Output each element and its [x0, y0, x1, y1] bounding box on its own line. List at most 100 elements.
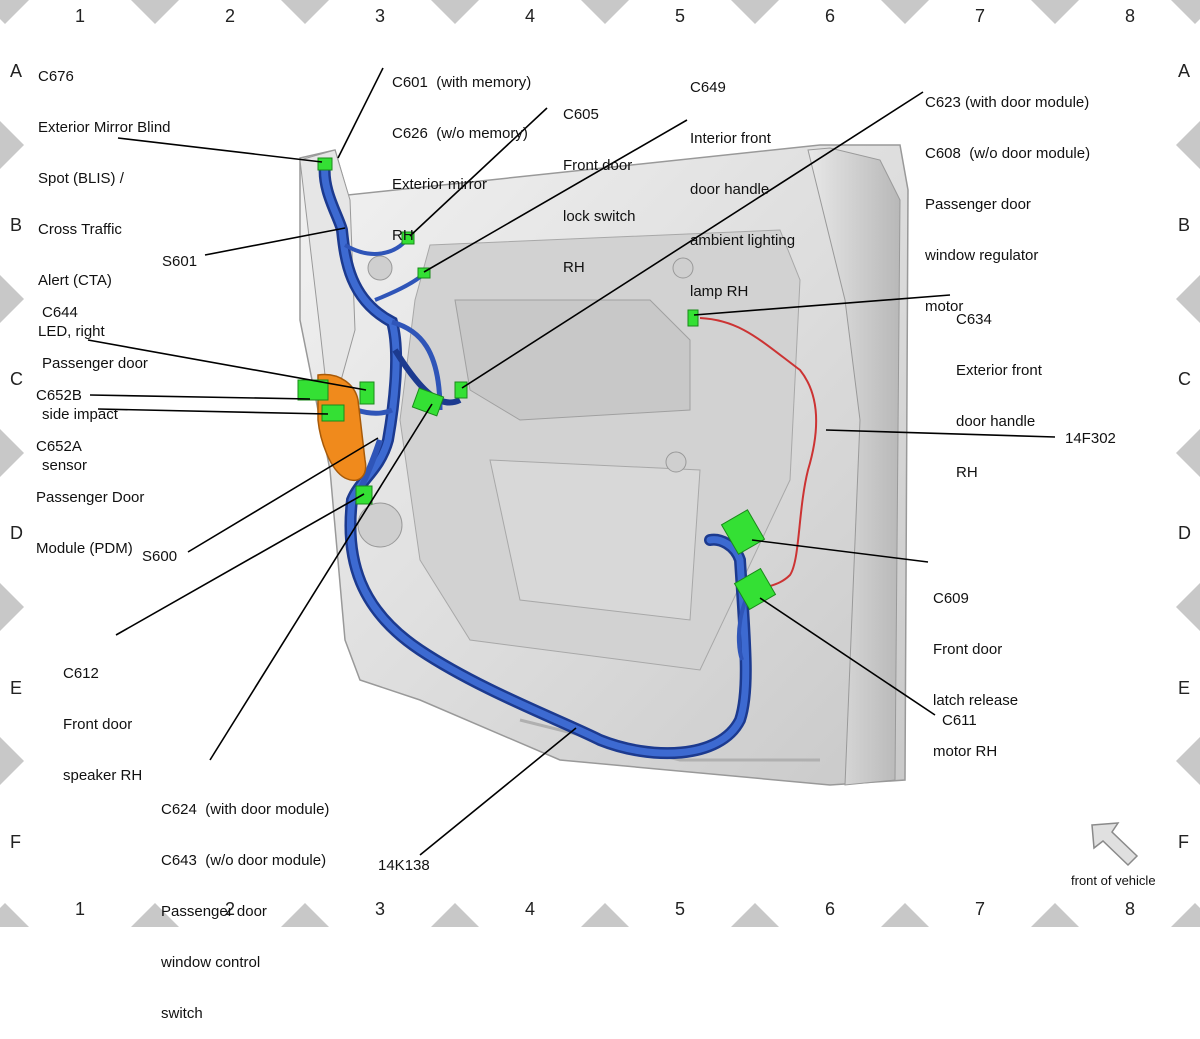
column-label-bottom-2: 2 [225, 899, 236, 919]
border-diamond [581, 903, 629, 927]
border-diamond [0, 903, 29, 927]
connector-c644 [359, 381, 375, 405]
border-diamond [1176, 583, 1200, 631]
connector-c609 [720, 509, 766, 555]
callout-line: Interior front [690, 130, 771, 147]
border-diamond [881, 903, 929, 927]
callout-line: C624 (with door module) [161, 801, 330, 818]
callout-line: Passenger Door [36, 489, 145, 506]
callout-14k138: 14K138 [378, 857, 430, 874]
connector-c605 [417, 267, 431, 279]
row-label-right-f: F [1178, 832, 1189, 852]
callout-line: C605 [563, 106, 599, 123]
callout-line: door handle [956, 413, 1036, 430]
border-diamond [731, 903, 779, 927]
callout-line: RH [563, 259, 585, 276]
column-label-bottom-5: 5 [675, 899, 686, 919]
callout-c611: C611 [942, 712, 977, 729]
callout-c676: C676 Exterior Mirror Blind Spot (BLIS) /… [38, 34, 171, 357]
callout-line: sensor [42, 457, 88, 474]
callout-line: C644 [42, 304, 78, 321]
callout-line: RH [392, 227, 414, 244]
border-diamond [131, 0, 179, 24]
callout-c623-c608: C623 (with door module) C608 (w/o door m… [925, 60, 1090, 332]
row-label-right-b: B [1178, 215, 1191, 235]
callout-c652a: C652A Passenger Door Module (PDM) [36, 404, 144, 574]
callout-line: C634 [956, 311, 992, 328]
border-diamond [1171, 903, 1200, 927]
callout-line: C652A [36, 438, 82, 455]
column-label-bottom-6: 6 [825, 899, 836, 919]
border-diamond [1176, 121, 1200, 169]
callout-line: C643 (w/o door module) [161, 852, 327, 869]
column-label-top-3: 3 [375, 6, 386, 26]
row-label-right-d: D [1178, 523, 1191, 543]
border-diamond [1031, 903, 1079, 927]
callout-line: Alert (CTA) [38, 272, 112, 289]
connector-c676 [317, 157, 333, 171]
callout-line: RH [956, 464, 978, 481]
callout-line: C601 (with memory) [392, 74, 532, 91]
callout-line: lock switch [563, 208, 636, 225]
border-diamond [0, 275, 24, 323]
front-of-vehicle-arrow-icon [1091, 822, 1139, 867]
column-label-top-5: 5 [675, 6, 686, 26]
callout-14f302: 14F302 [1065, 430, 1116, 447]
diagram-artwork [0, 0, 1200, 927]
wiring-harness [318, 159, 818, 760]
callout-line: Passenger door [925, 196, 1031, 213]
border-diamond [1171, 0, 1200, 24]
callout-line: speaker RH [63, 767, 143, 784]
callout-line: LED, right [38, 323, 105, 340]
border-diamond [0, 429, 24, 477]
callout-line: Exterior mirror [392, 176, 488, 193]
column-label-top-8: 8 [1125, 6, 1136, 26]
door-panel [299, 144, 909, 786]
column-label-bottom-7: 7 [975, 899, 986, 919]
callout-line: ambient lighting [690, 232, 796, 249]
callout-c649: C649 Interior front door handle ambient … [690, 45, 795, 317]
callout-line: C649 [690, 79, 726, 96]
callout-c634: C634 Exterior front door handle RH [956, 277, 1042, 498]
callout-line: C612 [63, 665, 99, 682]
callout-line: window regulator [925, 247, 1039, 264]
front-of-vehicle-label: front of vehicle [1071, 873, 1156, 888]
connector-c611 [733, 567, 777, 611]
callout-line: Front door [63, 716, 133, 733]
border-diamond [131, 903, 179, 927]
callout-line: Front door [563, 157, 633, 174]
callout-line: Front door [933, 641, 1003, 658]
passenger-door-module [317, 373, 367, 481]
callout-line: motor [925, 298, 964, 315]
connector-c634 [687, 309, 699, 327]
column-label-top-6: 6 [825, 6, 836, 26]
row-label-left-a: A [10, 61, 23, 81]
callout-c612: C612 Front door speaker RH [63, 631, 142, 801]
callout-line: C608 (w/o door module) [925, 145, 1091, 162]
border-diamond [881, 0, 929, 24]
connector-c623 [454, 381, 468, 399]
callout-line: Passenger door [42, 355, 148, 372]
callout-line: Passenger door [161, 903, 267, 920]
callout-line: door handle [690, 181, 770, 198]
callout-line: C626 (w/o memory) [392, 125, 528, 142]
border-diamond [1031, 0, 1079, 24]
callout-c605: C605 Front door lock switch RH [563, 72, 636, 293]
column-label-bottom-1: 1 [75, 899, 86, 919]
row-label-left-d: D [10, 523, 23, 543]
border-diamond [431, 903, 479, 927]
callout-line: lamp RH [690, 283, 749, 300]
connector-c612 [355, 485, 373, 505]
column-label-top-7: 7 [975, 6, 986, 26]
row-label-right-a: A [1178, 61, 1191, 81]
border-diamond [281, 0, 329, 24]
border-diamond [281, 903, 329, 927]
border-diamond [0, 737, 24, 785]
column-label-bottom-8: 8 [1125, 899, 1136, 919]
row-label-left-b: B [10, 215, 23, 235]
callout-c644: C644 Passenger door side impact sensor [42, 270, 148, 491]
border-diamond [1176, 429, 1200, 477]
border-frame [0, 0, 1200, 927]
row-label-left-c: C [10, 369, 23, 389]
